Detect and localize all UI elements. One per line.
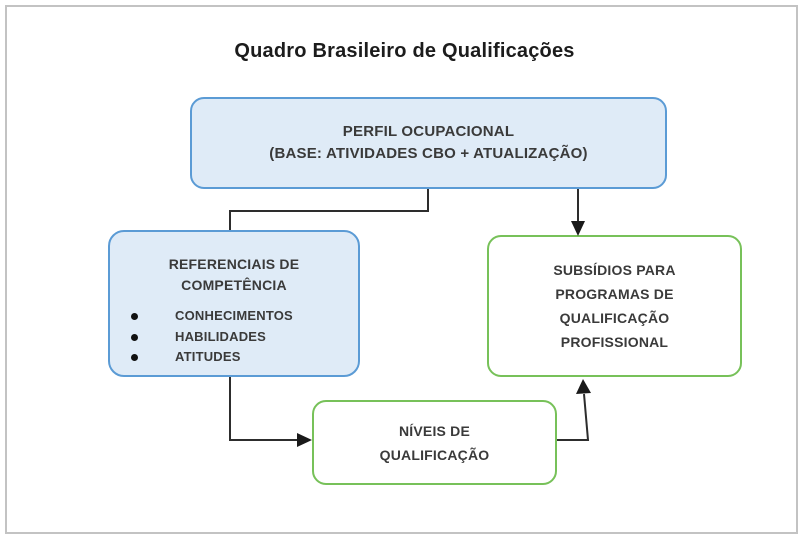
node-perfil-ocupacional: PERFIL OCUPACIONAL (BASE: ATIVIDADES CBO… bbox=[190, 97, 667, 189]
node-subsidios-programas: SUBSÍDIOS PARA PROGRAMAS DE QUALIFICAÇÃO… bbox=[487, 235, 742, 377]
node-niveis-qualificacao: NÍVEIS DE QUALIFICAÇÃO bbox=[312, 400, 557, 485]
node-referenciais-heading-line-2: COMPETÊNCIA bbox=[181, 277, 287, 293]
diagram-title: Quadro Brasileiro de Qualificações bbox=[234, 40, 575, 62]
node-subsidios-line-1: SUBSÍDIOS PARA bbox=[553, 262, 676, 278]
node-referenciais-heading-line-1: REFERENCIAIS DE bbox=[168, 256, 300, 272]
node-niveis-line-1: NÍVEIS DE bbox=[398, 422, 471, 439]
node-subsidios-line-4: PROFISSIONAL bbox=[560, 334, 669, 350]
node-referenciais-competencia: REFERENCIAIS DE COMPETÊNCIA CONHECIMENTO… bbox=[108, 230, 360, 377]
bullet-item-habilidades: HABILIDADES bbox=[110, 327, 358, 348]
bullet-item-atitudes: ATITUDES bbox=[110, 347, 358, 368]
node-subsidios-line-3: QUALIFICAÇÃO bbox=[559, 310, 670, 326]
node-niveis-line-2: QUALIFICAÇÃO bbox=[379, 446, 490, 463]
page-border bbox=[5, 5, 798, 534]
node-subsidios-line-2: PROGRAMAS DE bbox=[555, 286, 674, 302]
node-perfil-line-2: (BASE: ATIVIDADES CBO + ATUALIZAÇÃO) bbox=[269, 145, 588, 162]
bullet-item-conhecimentos: CONHECIMENTOS bbox=[110, 306, 358, 327]
node-perfil-line-1: PERFIL OCUPACIONAL bbox=[342, 123, 515, 140]
competencia-bullet-list: CONHECIMENTOS HABILIDADES ATITUDES bbox=[110, 306, 358, 368]
